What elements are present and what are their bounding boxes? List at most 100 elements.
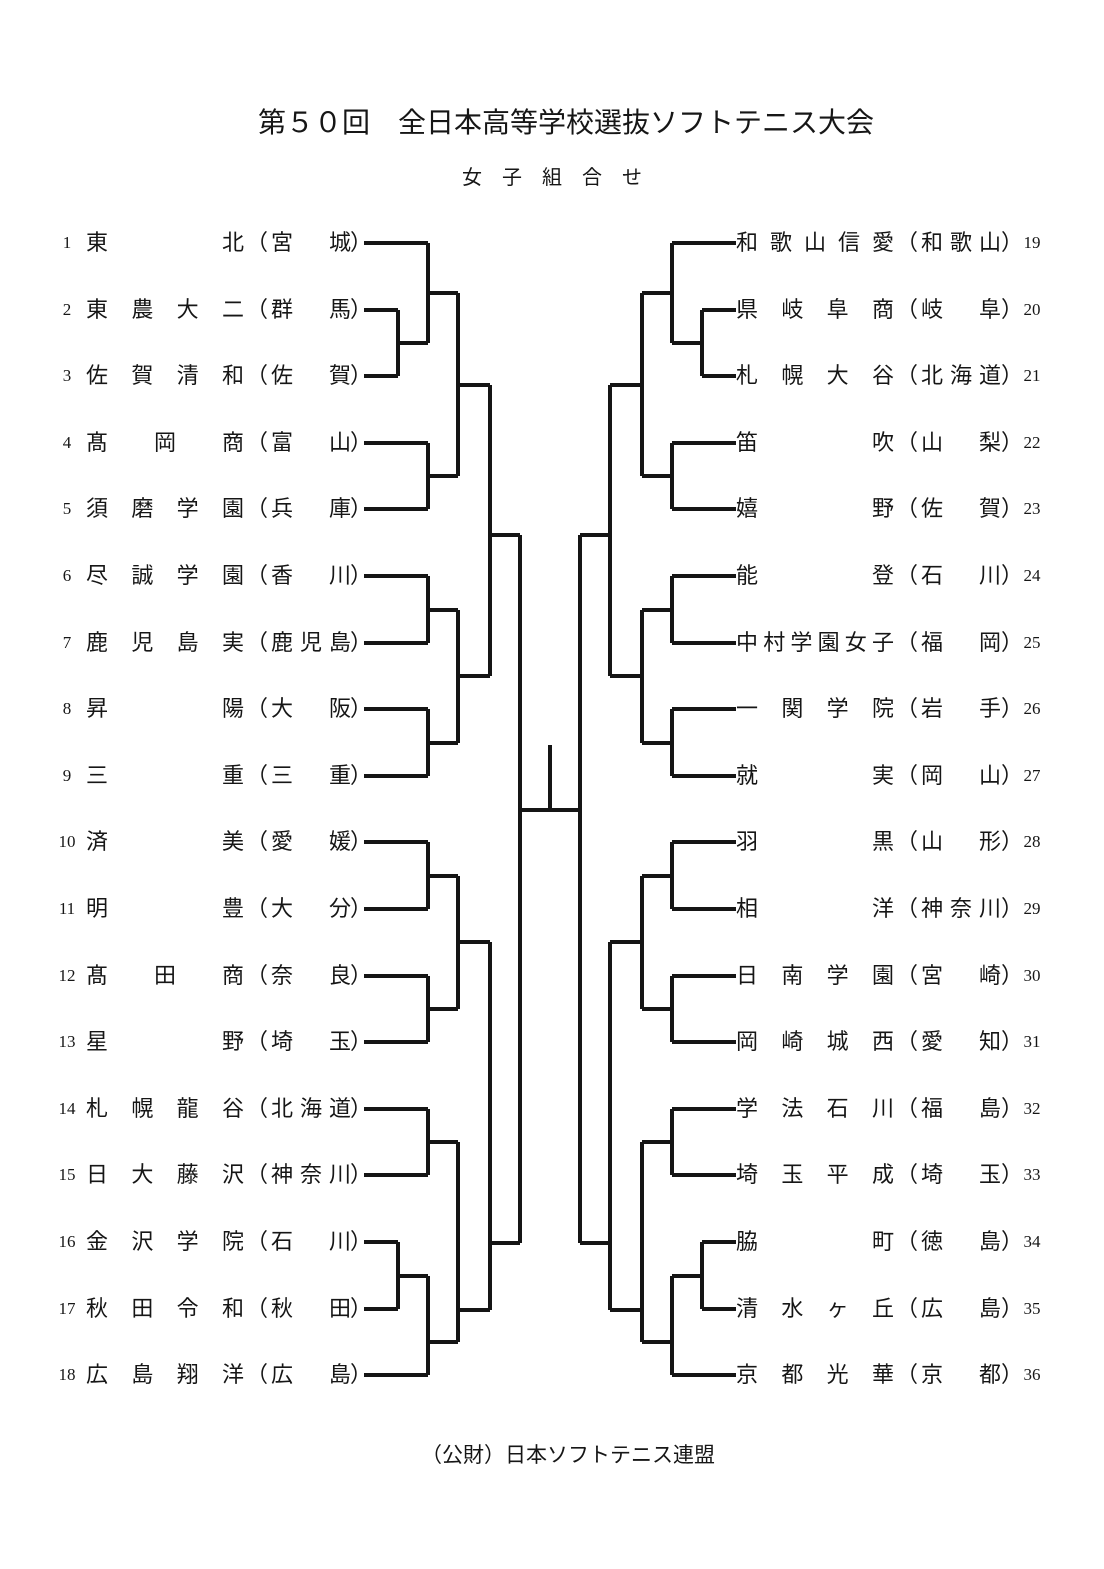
name-char: 谷 (871, 363, 894, 388)
name-char: 崎 (781, 1029, 804, 1054)
name-char: 埼 (921, 1162, 944, 1187)
seed-number: 15 (58, 1165, 76, 1184)
seed-number: 1 (62, 233, 72, 252)
prefecture-name: 福岡 (921, 630, 1001, 656)
name-char: 歌 (950, 230, 973, 255)
name-char: 学 (176, 496, 199, 521)
open-paren: （ (245, 829, 268, 854)
name-char: 愛 (921, 1029, 944, 1054)
seed-number: 34 (1023, 1232, 1041, 1251)
name-char: 院 (871, 696, 894, 721)
prefecture-name: 三重 (271, 763, 351, 789)
name-char: 東 (86, 297, 109, 322)
name-char: 田 (329, 1296, 352, 1321)
name-char: 分 (329, 896, 352, 921)
close-paren: ） (1000, 963, 1023, 988)
prefecture-name: 鹿児島 (271, 630, 351, 656)
team-row: 清水ヶ丘（広島）35 (0, 1296, 1104, 1322)
close-paren: ） (1000, 496, 1023, 521)
team-row: 嬉野（佐賀）23 (0, 496, 1104, 522)
seed-number: 35 (1023, 1299, 1041, 1318)
name-char: 鹿 (86, 630, 109, 655)
name-char: 商 (871, 297, 894, 322)
name-char: 広 (86, 1362, 109, 1387)
team-name: 昇陽 (86, 696, 244, 722)
close-paren: ） (349, 1096, 372, 1121)
name-char: 山 (921, 829, 944, 854)
name-char: 川 (329, 1229, 352, 1254)
name-char: 就 (736, 763, 759, 788)
close-paren: ） (349, 896, 372, 921)
prefecture-name: 石川 (921, 563, 1001, 589)
close-paren: ） (349, 1229, 372, 1254)
team-name: 日大藤沢 (86, 1162, 244, 1188)
name-char: 玉 (781, 1162, 804, 1187)
name-char: 園 (221, 563, 244, 588)
prefecture-name: 広島 (921, 1296, 1001, 1322)
seed-number: 25 (1023, 633, 1041, 652)
name-char: 実 (221, 630, 244, 655)
name-char: 平 (826, 1162, 849, 1187)
name-char: 院 (221, 1229, 244, 1254)
name-char: 大 (271, 896, 294, 921)
name-char: 城 (329, 230, 352, 255)
name-char: 相 (736, 896, 759, 921)
open-paren: （ (245, 896, 268, 921)
seed-number: 23 (1023, 499, 1041, 518)
name-char: 日 (86, 1162, 109, 1187)
name-char: 島 (329, 1362, 352, 1387)
close-paren: ） (349, 1296, 372, 1321)
name-char: 岐 (921, 297, 944, 322)
name-char: 石 (921, 563, 944, 588)
prefecture-name: 和歌山 (921, 230, 1001, 256)
open-paren: （ (245, 230, 268, 255)
name-char: 媛 (329, 829, 352, 854)
name-char: 商 (222, 963, 245, 988)
seed-number: 5 (62, 499, 72, 518)
name-char: 学 (736, 1096, 759, 1121)
name-char: 川 (979, 563, 1002, 588)
team-row: 学法石川（福島）32 (0, 1096, 1104, 1122)
seed-number: 17 (58, 1299, 76, 1318)
seed-number: 3 (62, 366, 72, 385)
page-subtitle: 女子組合せ (462, 167, 662, 189)
open-paren: （ (245, 1096, 268, 1121)
name-char: 中 (736, 630, 759, 655)
open-paren: （ (245, 496, 268, 521)
open-paren: （ (245, 696, 268, 721)
name-char: 誠 (131, 563, 154, 588)
prefecture-name: 大分 (271, 896, 351, 922)
name-char: 成 (871, 1162, 894, 1187)
open-paren: （ (245, 363, 268, 388)
close-paren: ） (1000, 563, 1023, 588)
name-char: 女 (844, 630, 867, 655)
name-char: 城 (826, 1029, 849, 1054)
name-char: 法 (781, 1096, 804, 1121)
seed-number: 33 (1023, 1165, 1041, 1184)
name-char: 広 (921, 1296, 944, 1321)
prefecture-name: 大阪 (271, 696, 351, 722)
name-char: 良 (329, 963, 352, 988)
prefecture-name: 北海道 (921, 363, 1001, 389)
name-char: 宮 (921, 963, 944, 988)
name-char: 岩 (921, 696, 944, 721)
open-paren: （ (895, 363, 918, 388)
name-char: 田 (154, 963, 177, 988)
name-char: 秋 (86, 1296, 109, 1321)
seed-number: 20 (1023, 300, 1041, 319)
team-name: 三重 (86, 763, 244, 789)
open-paren: （ (895, 1162, 918, 1187)
prefecture-name: 佐賀 (921, 496, 1001, 522)
name-char: 髙 (86, 963, 109, 988)
team-name: 佐賀清和 (86, 363, 244, 389)
close-paren: ） (349, 1162, 372, 1187)
name-char: 笛 (736, 430, 759, 455)
